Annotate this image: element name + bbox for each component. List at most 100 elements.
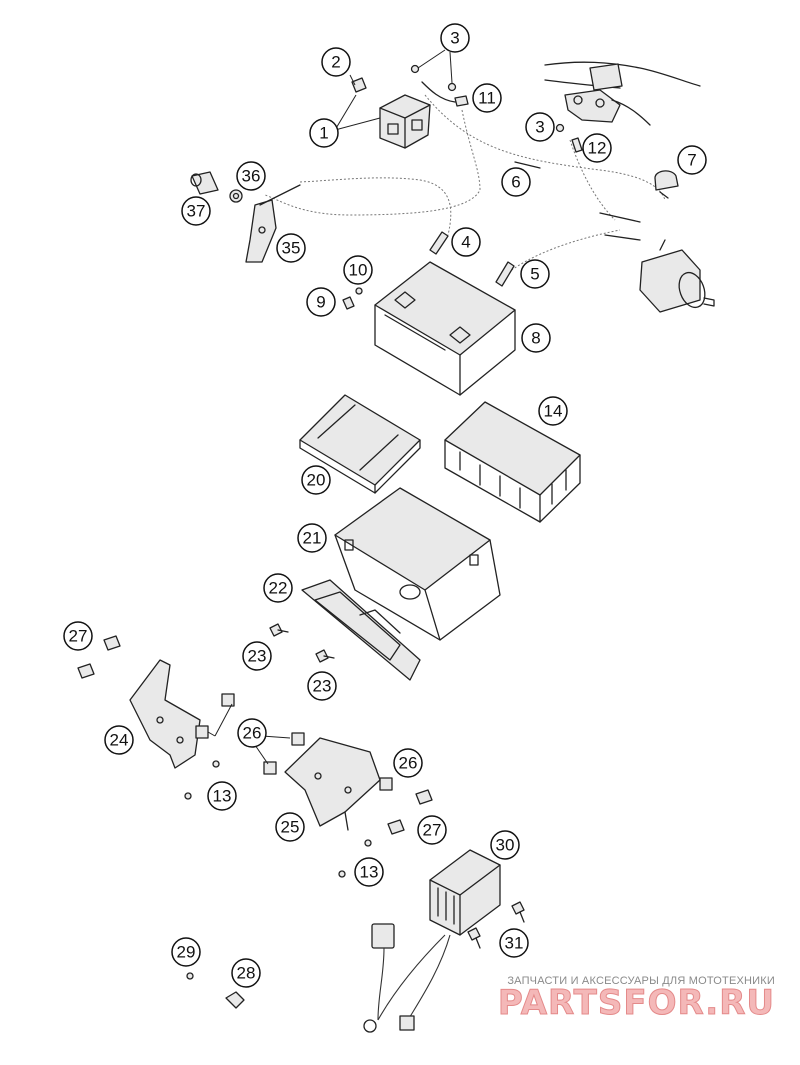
callout-36: 36 <box>236 161 266 191</box>
svg-text:37: 37 <box>187 202 206 221</box>
svg-text:27: 27 <box>69 627 88 646</box>
part-27-bolts-right <box>387 789 433 835</box>
part-26-clips <box>195 693 393 791</box>
svg-text:5: 5 <box>530 265 539 284</box>
svg-text:4: 4 <box>461 233 470 252</box>
part-11-cable <box>421 81 469 107</box>
callout-3: 3 <box>440 23 470 53</box>
svg-text:14: 14 <box>544 402 563 421</box>
part-35-bracket <box>245 184 301 263</box>
part-21-battery-box <box>334 487 501 641</box>
handlebar-switch <box>544 61 701 126</box>
regulator-harness <box>363 923 451 1033</box>
part-8-battery <box>374 261 516 396</box>
watermark-subtitle: ЗАПЧАСТИ И АКСЕССУАРЫ ДЛЯ МОТОТЕХНИКИ <box>507 975 775 987</box>
svg-text:36: 36 <box>242 167 261 186</box>
callout-11: 11 <box>472 83 502 113</box>
callout-3: 3 <box>525 112 555 142</box>
callout-21: 21 <box>297 523 327 553</box>
part-29-washer <box>186 972 194 980</box>
callout-12: 12 <box>582 133 612 163</box>
part-24-bracket <box>129 659 201 769</box>
svg-text:23: 23 <box>248 647 267 666</box>
svg-text:6: 6 <box>511 173 520 192</box>
callout-14: 14 <box>538 396 568 426</box>
svg-text:27: 27 <box>423 821 442 840</box>
svg-text:13: 13 <box>213 787 232 806</box>
watermark-logo: PARTSFOR.RU <box>498 983 775 1023</box>
callout-9: 9 <box>306 287 336 317</box>
callout-6: 6 <box>501 167 531 197</box>
part-6-cable <box>514 161 641 241</box>
callout-27: 27 <box>417 815 447 845</box>
callout-28: 28 <box>231 958 261 988</box>
svg-text:35: 35 <box>282 239 301 258</box>
part-5-cable-end <box>495 261 515 287</box>
callout-26: 26 <box>237 718 267 748</box>
part-12-cable <box>571 137 583 153</box>
callout-23: 23 <box>307 671 337 701</box>
part-27-bolts-left <box>77 635 121 679</box>
callout-22: 22 <box>263 573 293 603</box>
callout-24: 24 <box>104 725 134 755</box>
svg-text:20: 20 <box>307 471 326 490</box>
callout-26: 26 <box>393 748 423 778</box>
part-2-fuse <box>351 77 367 93</box>
svg-text:13: 13 <box>360 863 379 882</box>
leader-lines <box>207 49 453 765</box>
part-36-grommet <box>229 189 243 203</box>
svg-text:7: 7 <box>687 151 696 170</box>
callout-1: 1 <box>309 118 339 148</box>
starter-motor <box>639 239 715 313</box>
part-14-rubber-tray <box>444 401 581 523</box>
callouts: 1 2 3 11 3 12 7 6 36 37 35 4 5 10 9 8 14… <box>63 23 707 988</box>
svg-text:2: 2 <box>331 53 340 72</box>
watermark: ЗАПЧАСТИ И АКСЕССУАРЫ ДЛЯ МОТОТЕХНИКИ PA… <box>497 975 775 1024</box>
svg-text:21: 21 <box>303 529 322 548</box>
callout-29: 29 <box>171 937 201 967</box>
part-10-nut <box>355 287 363 295</box>
callout-4: 4 <box>451 227 481 257</box>
svg-text:25: 25 <box>281 818 300 837</box>
svg-text:29: 29 <box>177 943 196 962</box>
part-7-terminal-cap <box>654 170 679 199</box>
svg-text:1: 1 <box>319 124 328 143</box>
svg-text:23: 23 <box>313 677 332 696</box>
part-25-bracket <box>284 737 381 831</box>
callout-2: 2 <box>321 47 351 77</box>
svg-text:3: 3 <box>535 118 544 137</box>
svg-text:26: 26 <box>399 754 418 773</box>
svg-text:24: 24 <box>110 731 129 750</box>
svg-text:8: 8 <box>531 329 540 348</box>
svg-text:31: 31 <box>505 934 524 953</box>
callout-23: 23 <box>242 641 272 671</box>
callout-37: 37 <box>181 196 211 226</box>
callout-35: 35 <box>276 233 306 263</box>
callout-13: 13 <box>354 857 384 887</box>
wiring-harness <box>264 94 666 276</box>
callout-20: 20 <box>301 465 331 495</box>
svg-text:10: 10 <box>349 261 368 280</box>
part-20-cover <box>299 394 421 494</box>
callout-8: 8 <box>521 323 551 353</box>
part-31-bolts <box>467 901 525 949</box>
part-9-bolt <box>342 296 355 310</box>
svg-text:22: 22 <box>269 579 288 598</box>
part-22-plate <box>301 579 421 681</box>
svg-text:9: 9 <box>316 293 325 312</box>
part-13-screws <box>184 760 372 878</box>
part-3-screws <box>410 64 565 133</box>
callout-10: 10 <box>343 255 373 285</box>
svg-text:12: 12 <box>588 139 607 158</box>
callout-7: 7 <box>677 145 707 175</box>
part-1-starter-relay <box>379 94 431 149</box>
callout-30: 30 <box>490 830 520 860</box>
part-30-regulator <box>429 849 501 936</box>
svg-text:28: 28 <box>237 964 256 983</box>
svg-text:3: 3 <box>450 29 459 48</box>
part-23-bolts <box>269 623 335 663</box>
part-37-connector-cap <box>190 171 219 195</box>
svg-text:30: 30 <box>496 836 515 855</box>
part-4-cable-end <box>429 231 449 255</box>
